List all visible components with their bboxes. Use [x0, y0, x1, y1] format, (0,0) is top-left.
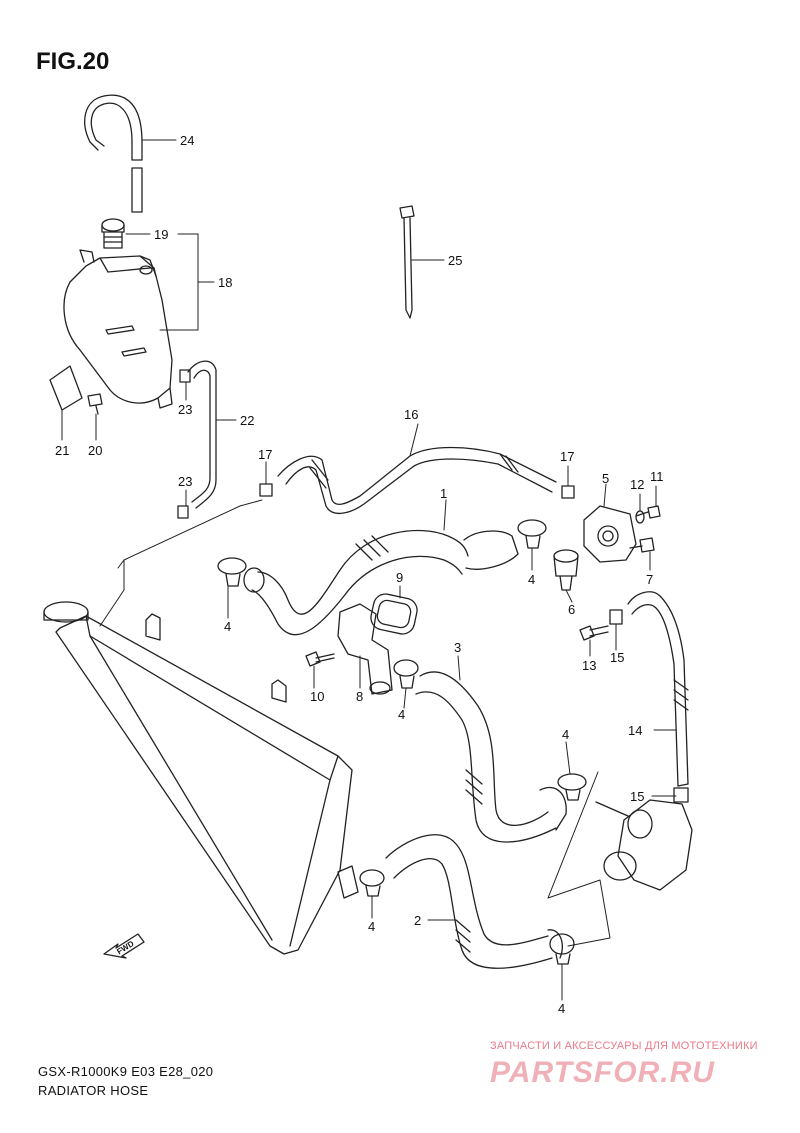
upper-radiator-hose[interactable] — [243, 529, 519, 636]
callout-label[interactable]: 10 — [310, 689, 324, 704]
water-pump[interactable] — [595, 799, 693, 891]
o-ring[interactable] — [369, 592, 420, 636]
hose-clamp[interactable] — [557, 773, 587, 801]
callout-label[interactable]: 23 — [178, 402, 192, 417]
callout-label[interactable]: 15 — [610, 650, 624, 665]
label-plate[interactable] — [49, 365, 83, 411]
callout-labels: 24 19 18 25 22 23 21 20 16 17 17 5 12 11… — [55, 133, 664, 1016]
fwd-arrow-icon — [103, 933, 145, 959]
bolt[interactable] — [635, 505, 661, 519]
callout-label[interactable]: 9 — [396, 570, 403, 585]
callout-label[interactable]: 21 — [55, 443, 69, 458]
callout-label[interactable]: 24 — [180, 133, 194, 148]
callout-label[interactable]: 3 — [454, 640, 461, 655]
hose-clamp[interactable] — [673, 787, 689, 803]
thermostat-housing[interactable] — [337, 603, 393, 695]
hose-clamp[interactable] — [393, 659, 419, 689]
bypass-hose[interactable] — [277, 446, 557, 514]
hose-clamp[interactable] — [359, 869, 385, 897]
callout-label[interactable]: 4 — [528, 572, 535, 587]
callout-label[interactable]: 18 — [218, 275, 232, 290]
figure-title: FIG.20 — [36, 48, 110, 75]
bolt[interactable] — [305, 651, 335, 667]
callout-label[interactable]: 23 — [178, 474, 192, 489]
thermostat-cover[interactable] — [583, 505, 637, 563]
callout-label[interactable]: 11 — [650, 469, 664, 484]
coolant-hose[interactable] — [415, 671, 567, 843]
callout-label[interactable]: 14 — [628, 723, 642, 738]
callout-label[interactable]: 4 — [398, 707, 405, 722]
figure-name: RADIATOR HOSE — [38, 1083, 149, 1098]
bolt[interactable] — [629, 537, 655, 553]
callout-label[interactable]: 4 — [562, 727, 569, 742]
watermark-logo: PARTSFOR.RU — [490, 1056, 715, 1089]
callout-label[interactable]: 13 — [582, 658, 596, 673]
radiator[interactable] — [43, 601, 359, 955]
callout-label[interactable]: 4 — [558, 1001, 565, 1016]
callout-label[interactable]: 4 — [224, 619, 231, 634]
hose-clamp[interactable] — [177, 505, 189, 519]
callout-label[interactable]: 2 — [414, 913, 421, 928]
water-pump-hose[interactable] — [627, 591, 689, 787]
callout-label[interactable]: 22 — [240, 413, 254, 428]
callout-label[interactable]: 19 — [154, 227, 168, 242]
callout-label[interactable]: 8 — [356, 689, 363, 704]
bolt[interactable] — [87, 393, 103, 415]
washer[interactable] — [635, 510, 645, 524]
hose-clamp[interactable] — [217, 557, 247, 587]
callout-label[interactable]: 5 — [602, 471, 609, 486]
hose-clamp[interactable] — [517, 519, 547, 549]
cable-tie[interactable] — [399, 205, 415, 319]
callout-leaders — [61, 139, 677, 1001]
callout-label[interactable]: 17 — [258, 447, 272, 462]
model-code: GSX-R1000K9 E03 E28_020 — [38, 1064, 214, 1079]
callout-label[interactable]: 17 — [560, 449, 574, 464]
hose-clamp[interactable] — [609, 609, 623, 625]
callout-label[interactable]: 16 — [404, 407, 418, 422]
watermark-tagline: ЗАПЧАСТИ И АКСЕССУАРЫ ДЛЯ МОТОТЕХНИКИ — [490, 1040, 758, 1052]
callout-label[interactable]: 7 — [646, 572, 653, 587]
callout-label[interactable]: 12 — [630, 477, 644, 492]
callout-label[interactable]: 25 — [448, 253, 462, 268]
callout-label[interactable]: 1 — [440, 486, 447, 501]
callout-label[interactable]: 15 — [630, 789, 644, 804]
bolt[interactable] — [579, 625, 609, 641]
callout-label[interactable]: 20 — [88, 443, 102, 458]
callout-label[interactable]: 4 — [368, 919, 375, 934]
callout-label[interactable]: 6 — [568, 602, 575, 617]
hose-clamp[interactable] — [259, 483, 273, 497]
hose-clamp[interactable] — [179, 369, 191, 383]
breather-hose[interactable] — [84, 94, 143, 213]
reservoir-tank[interactable] — [63, 249, 173, 409]
reservoir-hose[interactable] — [187, 360, 217, 509]
hose-clamp[interactable] — [561, 485, 575, 499]
reservoir-cap[interactable] — [101, 218, 125, 249]
thermostat[interactable] — [553, 549, 579, 591]
lower-radiator-hose[interactable] — [385, 834, 563, 969]
